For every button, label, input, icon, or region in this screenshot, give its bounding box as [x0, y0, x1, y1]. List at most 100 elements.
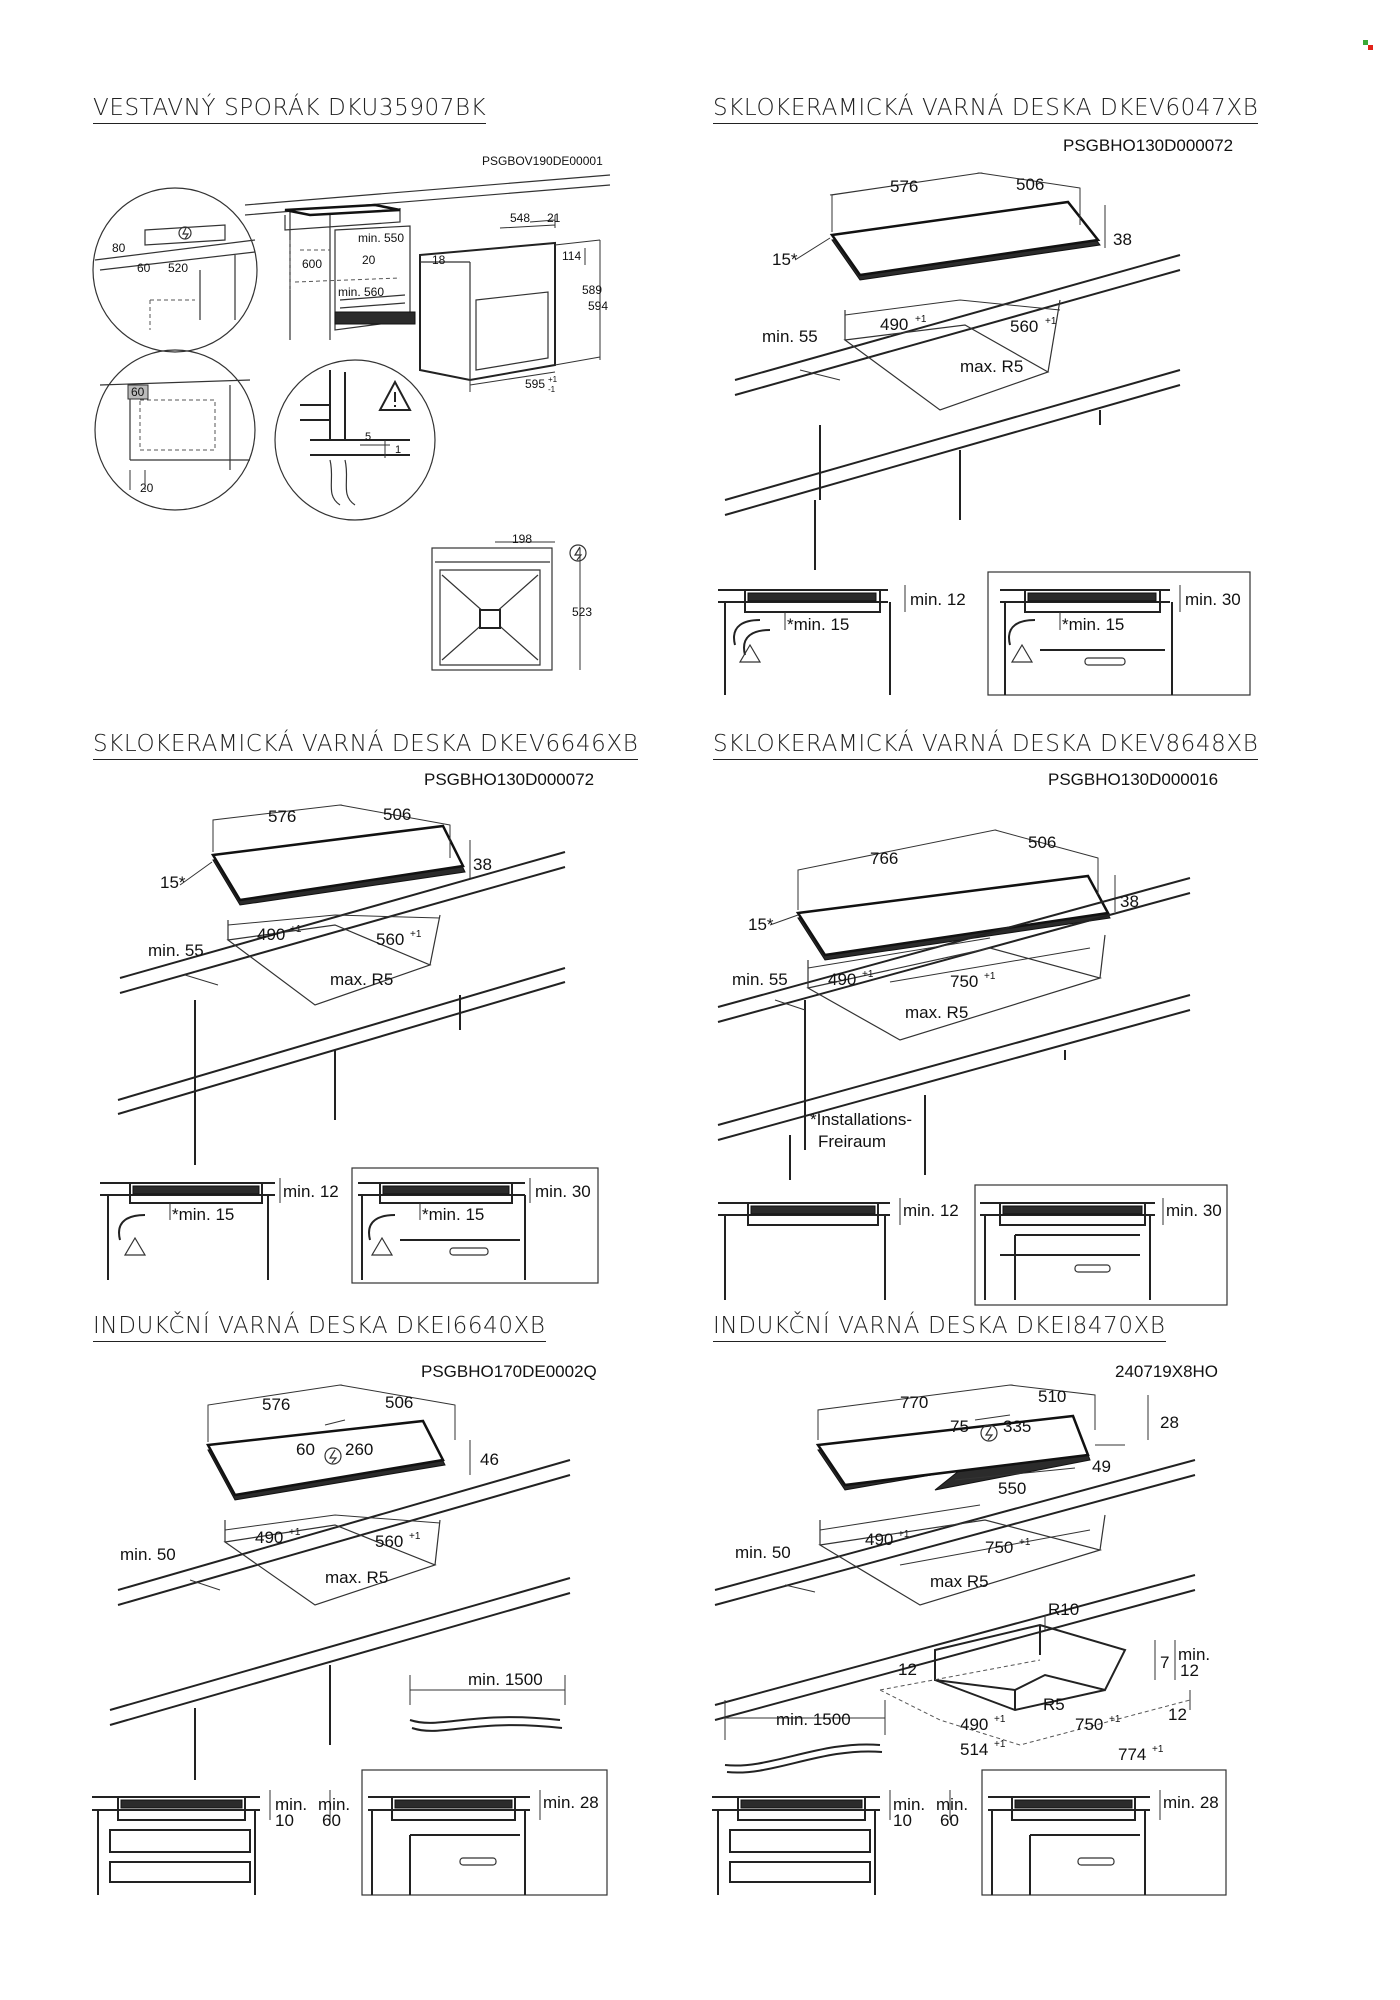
hob5-clear-1a: min. [893, 1795, 925, 1814]
dim-114: 114 [562, 249, 581, 263]
dim-21: 21 [547, 211, 561, 225]
hob5-frame-width-sup: +1 [994, 1714, 1006, 1725]
hob5-outer-1-sup: +1 [994, 1739, 1006, 1750]
hob5-bottom-width: 550 [998, 1479, 1026, 1498]
dim-20a: 20 [362, 253, 376, 267]
hob2-cut-depth: 560 [376, 930, 404, 949]
hob4-elec-1: 60 [296, 1440, 315, 1459]
hob4-clear-1a: min. [275, 1795, 307, 1814]
hob2-min-front: min. 55 [148, 941, 204, 960]
section-code-dkei6640xb: PSGBHO170DE0002Q [421, 1362, 597, 1381]
hob3-cut-width-sup: +1 [862, 969, 874, 980]
hob3-cut-width: 490 [828, 970, 856, 989]
hob4-min-front: min. 50 [120, 1545, 176, 1564]
section-title-dkev8648xb: SKLOKERAMICKÁ VARNÁ DESKA DKEV8648XB [713, 730, 1259, 760]
hob3-tilt: 15* [748, 915, 774, 934]
electric-connection-icon [569, 544, 587, 562]
hob1-depth: 506 [1016, 175, 1044, 194]
hob4-width: 576 [262, 1395, 290, 1414]
section-title-dkei6640xb: INDUKČNÍ VARNÁ DESKA DKEI6640XB [93, 1312, 546, 1342]
hob5-depth: 510 [1038, 1387, 1066, 1406]
hob2-clear-1: min. 12 [283, 1182, 339, 1201]
hob5-outer-1: 514 [960, 1740, 988, 1759]
hob2-radius: max. R5 [330, 970, 393, 989]
hob5-outer-2: 774 [1118, 1745, 1146, 1764]
hob5-width: 770 [900, 1393, 928, 1412]
brand-logo-icon [1363, 40, 1373, 50]
hob2-clear-3: min. 30 [535, 1182, 591, 1201]
dim-18: 18 [432, 253, 446, 267]
hob1-cut-width: 490 [880, 315, 908, 334]
hob4-radius: max. R5 [325, 1568, 388, 1587]
section-code-dkev8648xb: PSGBHO130D000016 [1048, 770, 1219, 789]
hob1-clear-3: min. 30 [1185, 590, 1241, 609]
detail-circle-top [92, 187, 258, 353]
hob1-cut-depth: 560 [1010, 317, 1038, 336]
hob4-clear-2a: min. [318, 1795, 350, 1814]
hob5-height: 28 [1160, 1413, 1179, 1432]
oven-vent-strip [334, 311, 416, 325]
dim-min-560: min. 560 [338, 285, 384, 299]
hob1-clear-1: min. 12 [910, 590, 966, 609]
hob5-outer-2-sup: +1 [1152, 1744, 1164, 1755]
hob5-clear-1b: 10 [893, 1811, 912, 1830]
hob-dkei8470xb-diagram: 770 510 28 49 75 335 550 490 +1 750 +1 m… [712, 1384, 1227, 1896]
hob2-cut-depth-sup: +1 [410, 929, 422, 940]
hob4-clear-1b: 10 [275, 1811, 294, 1830]
oven-diagram: 18 548 21 114 589 594 595 +1 -1 min. 550… [92, 174, 611, 671]
dim-520: 520 [168, 261, 188, 275]
hob1-min-front: min. 55 [762, 327, 818, 346]
section-code-dkev6047xb: PSGBHO130D000072 [1063, 136, 1234, 155]
dim-198: 198 [512, 532, 532, 546]
hob3-width: 766 [870, 849, 898, 868]
hob5-d12b: 12 [1168, 1705, 1187, 1724]
hob4-clear-2b: 60 [322, 1811, 341, 1830]
hob3-note-1: *Installations- [810, 1110, 912, 1129]
hob5-r5: R5 [1043, 1695, 1065, 1714]
section-code-dkev6646xb: PSGBHO130D000072 [424, 770, 595, 789]
hob5-clear-2a: min. [936, 1795, 968, 1814]
hob4-height: 46 [480, 1450, 499, 1469]
detail-circle-left [94, 349, 256, 511]
hob4-cut-width-sup: +1 [289, 1527, 301, 1538]
hob4-elec-2: 260 [345, 1440, 373, 1459]
hob5-d12d: 12 [1180, 1661, 1199, 1680]
hob4-cut-depth: 560 [375, 1532, 403, 1551]
hob1-clear-4: *min. 15 [1062, 615, 1124, 634]
hob2-depth: 506 [383, 805, 411, 824]
hob2-clear-2: *min. 15 [172, 1205, 234, 1224]
detail-circle-bottom [274, 359, 436, 521]
hob2-cut-width: 490 [257, 925, 285, 944]
dim-1: 1 [395, 444, 401, 456]
hob5-cut-width-sup: +1 [898, 1529, 910, 1540]
hob5-r10: R10 [1048, 1600, 1079, 1619]
hob5-clear-2b: 60 [940, 1811, 959, 1830]
hob5-clear-3: min. 28 [1163, 1793, 1219, 1812]
hob5-cut-depth: 750 [985, 1538, 1013, 1557]
hob5-frame-depth: 750 [1075, 1715, 1103, 1734]
dim-595: 595 [525, 377, 545, 391]
hob5-cut-depth-sup: +1 [1019, 1537, 1031, 1548]
dim-5: 5 [365, 431, 371, 443]
dim-20b: 20 [140, 481, 154, 495]
section-code-oven: PSGBOV190DE00001 [482, 154, 603, 168]
hob1-cut-width-sup: +1 [915, 314, 927, 325]
hob4-clear-3: min. 28 [543, 1793, 599, 1812]
electric-hazard-icon [178, 226, 192, 240]
hob2-cut-width-sup: +1 [290, 924, 302, 935]
hob4-cable: min. 1500 [468, 1670, 543, 1689]
hob4-depth: 506 [385, 1393, 413, 1412]
hob2-clear-4: *min. 15 [422, 1205, 484, 1224]
oven-top-view [431, 547, 553, 671]
dim-60b: 60 [131, 385, 145, 399]
hob5-cut-width: 490 [865, 1530, 893, 1549]
hob5-min-front: min. 50 [735, 1543, 791, 1562]
hob-dkev8648xb-diagram: 766 506 38 15* 490 +1 750 +1 min. 55 max… [717, 829, 1228, 1306]
hob3-min-front: min. 55 [732, 970, 788, 989]
electric-connection-icon [980, 1424, 998, 1442]
hob-dkev6047xb-diagram: 576 506 38 15* 490 +1 560 +1 min. 55 max… [718, 172, 1251, 696]
section-code-dkei8470xb: 240719X8HO [1115, 1362, 1219, 1381]
hob2-tilt: 15* [160, 873, 186, 892]
hob5-d12a: 12 [898, 1660, 917, 1679]
hob4-cut-depth-sup: +1 [409, 1531, 421, 1542]
